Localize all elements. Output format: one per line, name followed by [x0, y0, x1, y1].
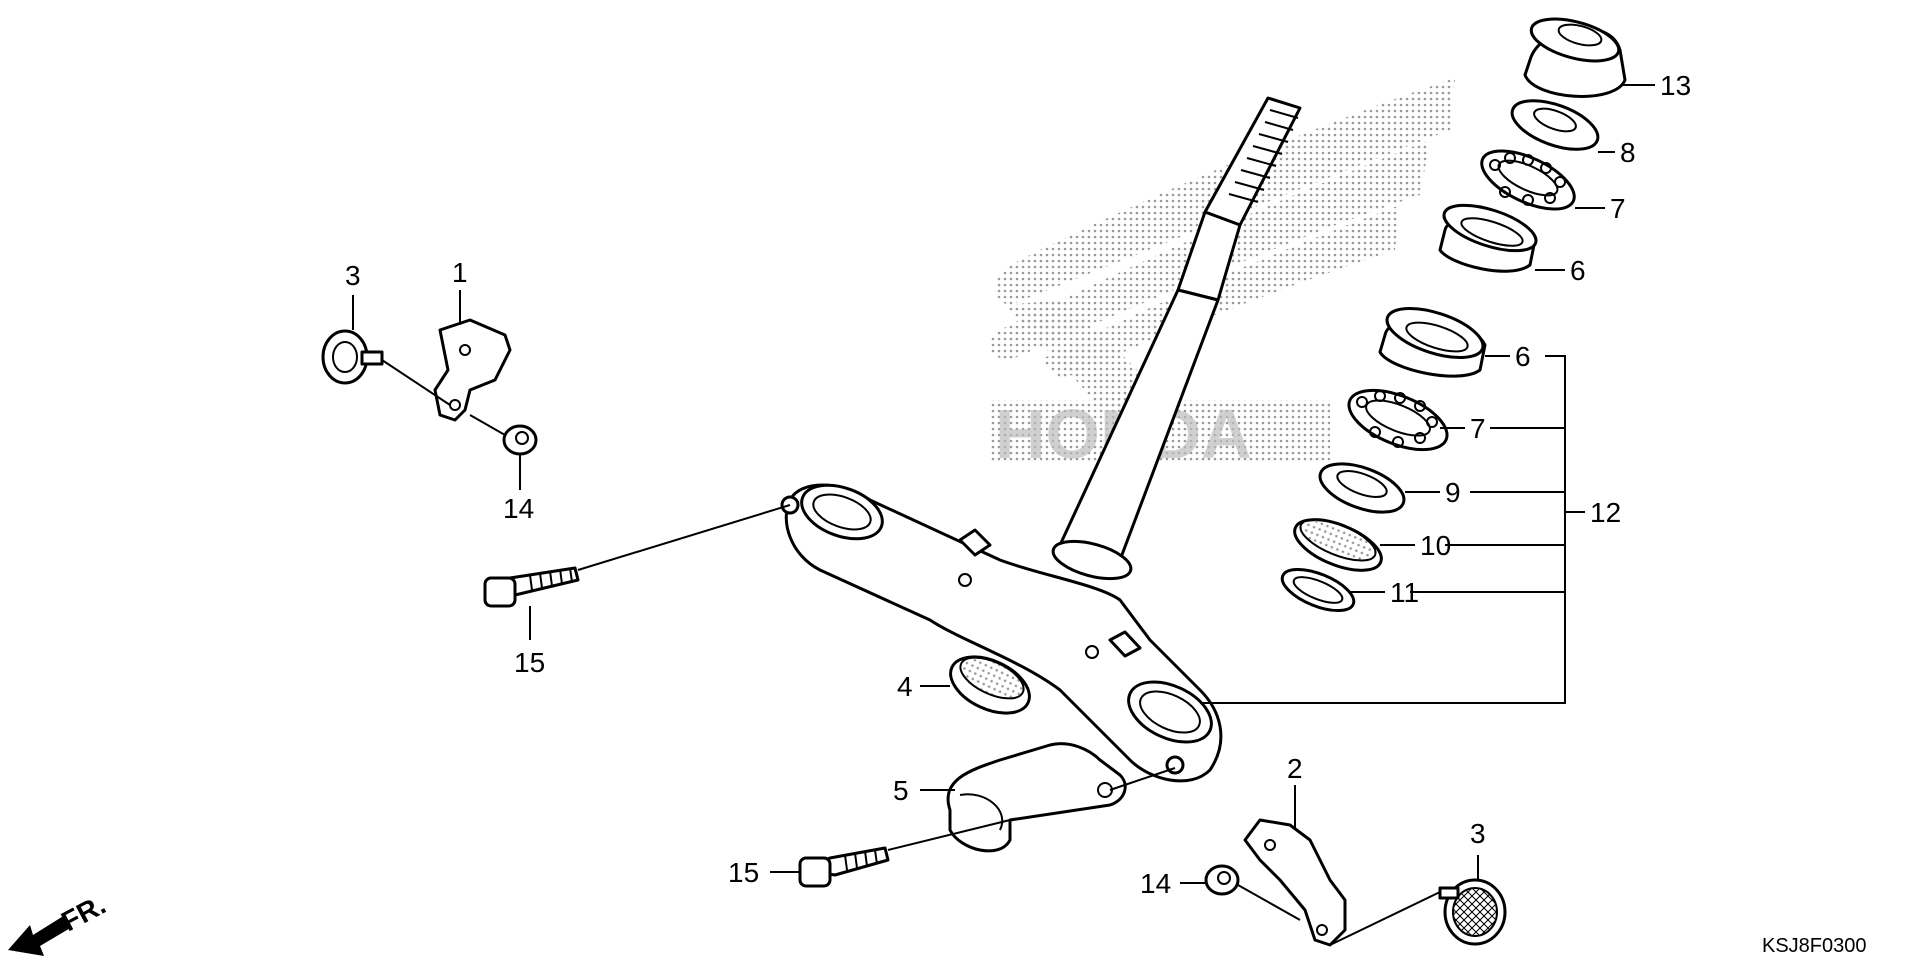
steering-stem: [780, 96, 1302, 783]
part-10-seal: [1293, 518, 1415, 572]
callout-3-right: 3: [1470, 818, 1486, 849]
callout-11: 11: [1390, 577, 1419, 608]
callout-14-right: 14: [1140, 868, 1171, 899]
callout-14-left: 14: [503, 493, 534, 524]
front-direction-arrow-icon: FR.: [8, 889, 111, 956]
part-15-bolt-lower: [770, 819, 1011, 888]
part-13-steering-stem-nut: [1523, 17, 1655, 98]
diagram-code: KSJ8F0300: [1762, 935, 1867, 957]
part-14-right-nut: [1180, 864, 1301, 921]
callout-7-upper: 7: [1610, 193, 1626, 224]
part-6-bearing-race-lower: [1378, 306, 1510, 378]
callout-15-upper: 15: [514, 647, 545, 678]
callout-8: 8: [1620, 137, 1636, 168]
part-1-left-bracket: [433, 290, 512, 422]
callout-6-upper: 6: [1570, 255, 1586, 286]
part-2-right-bracket: [1243, 785, 1347, 947]
callout-5: 5: [893, 775, 909, 806]
callout-9: 9: [1445, 477, 1461, 508]
part-3-right-reflector: [1329, 855, 1507, 946]
callout-6-lower: 6: [1515, 341, 1531, 372]
part-6-bearing-race-upper: [1438, 203, 1565, 273]
callout-2: 2: [1287, 753, 1303, 784]
part-15-bolt-upper: [483, 504, 791, 640]
callout-13: 13: [1660, 70, 1691, 101]
part-12-bracket-lines: [1200, 355, 1585, 704]
callout-10: 10: [1420, 530, 1451, 561]
callout-1: 1: [452, 257, 468, 288]
callout-3-left: 3: [345, 260, 361, 291]
part-8-cone-race: [1510, 99, 1615, 153]
part-7-ball-bearing-upper: [1480, 149, 1605, 211]
callout-7-lower: 7: [1470, 413, 1486, 444]
callout-12: 12: [1590, 497, 1621, 528]
part-3-left-reflector: [321, 295, 451, 406]
callout-15-lower: 15: [728, 857, 759, 888]
part-9-dust-seal: [1318, 462, 1440, 514]
part-7-ball-bearing-lower: [1347, 388, 1465, 452]
part-14-left-nut: [469, 414, 538, 490]
part-4-grommet: [920, 655, 1031, 715]
part-11-washer: [1280, 567, 1385, 613]
callout-4: 4: [897, 671, 913, 702]
